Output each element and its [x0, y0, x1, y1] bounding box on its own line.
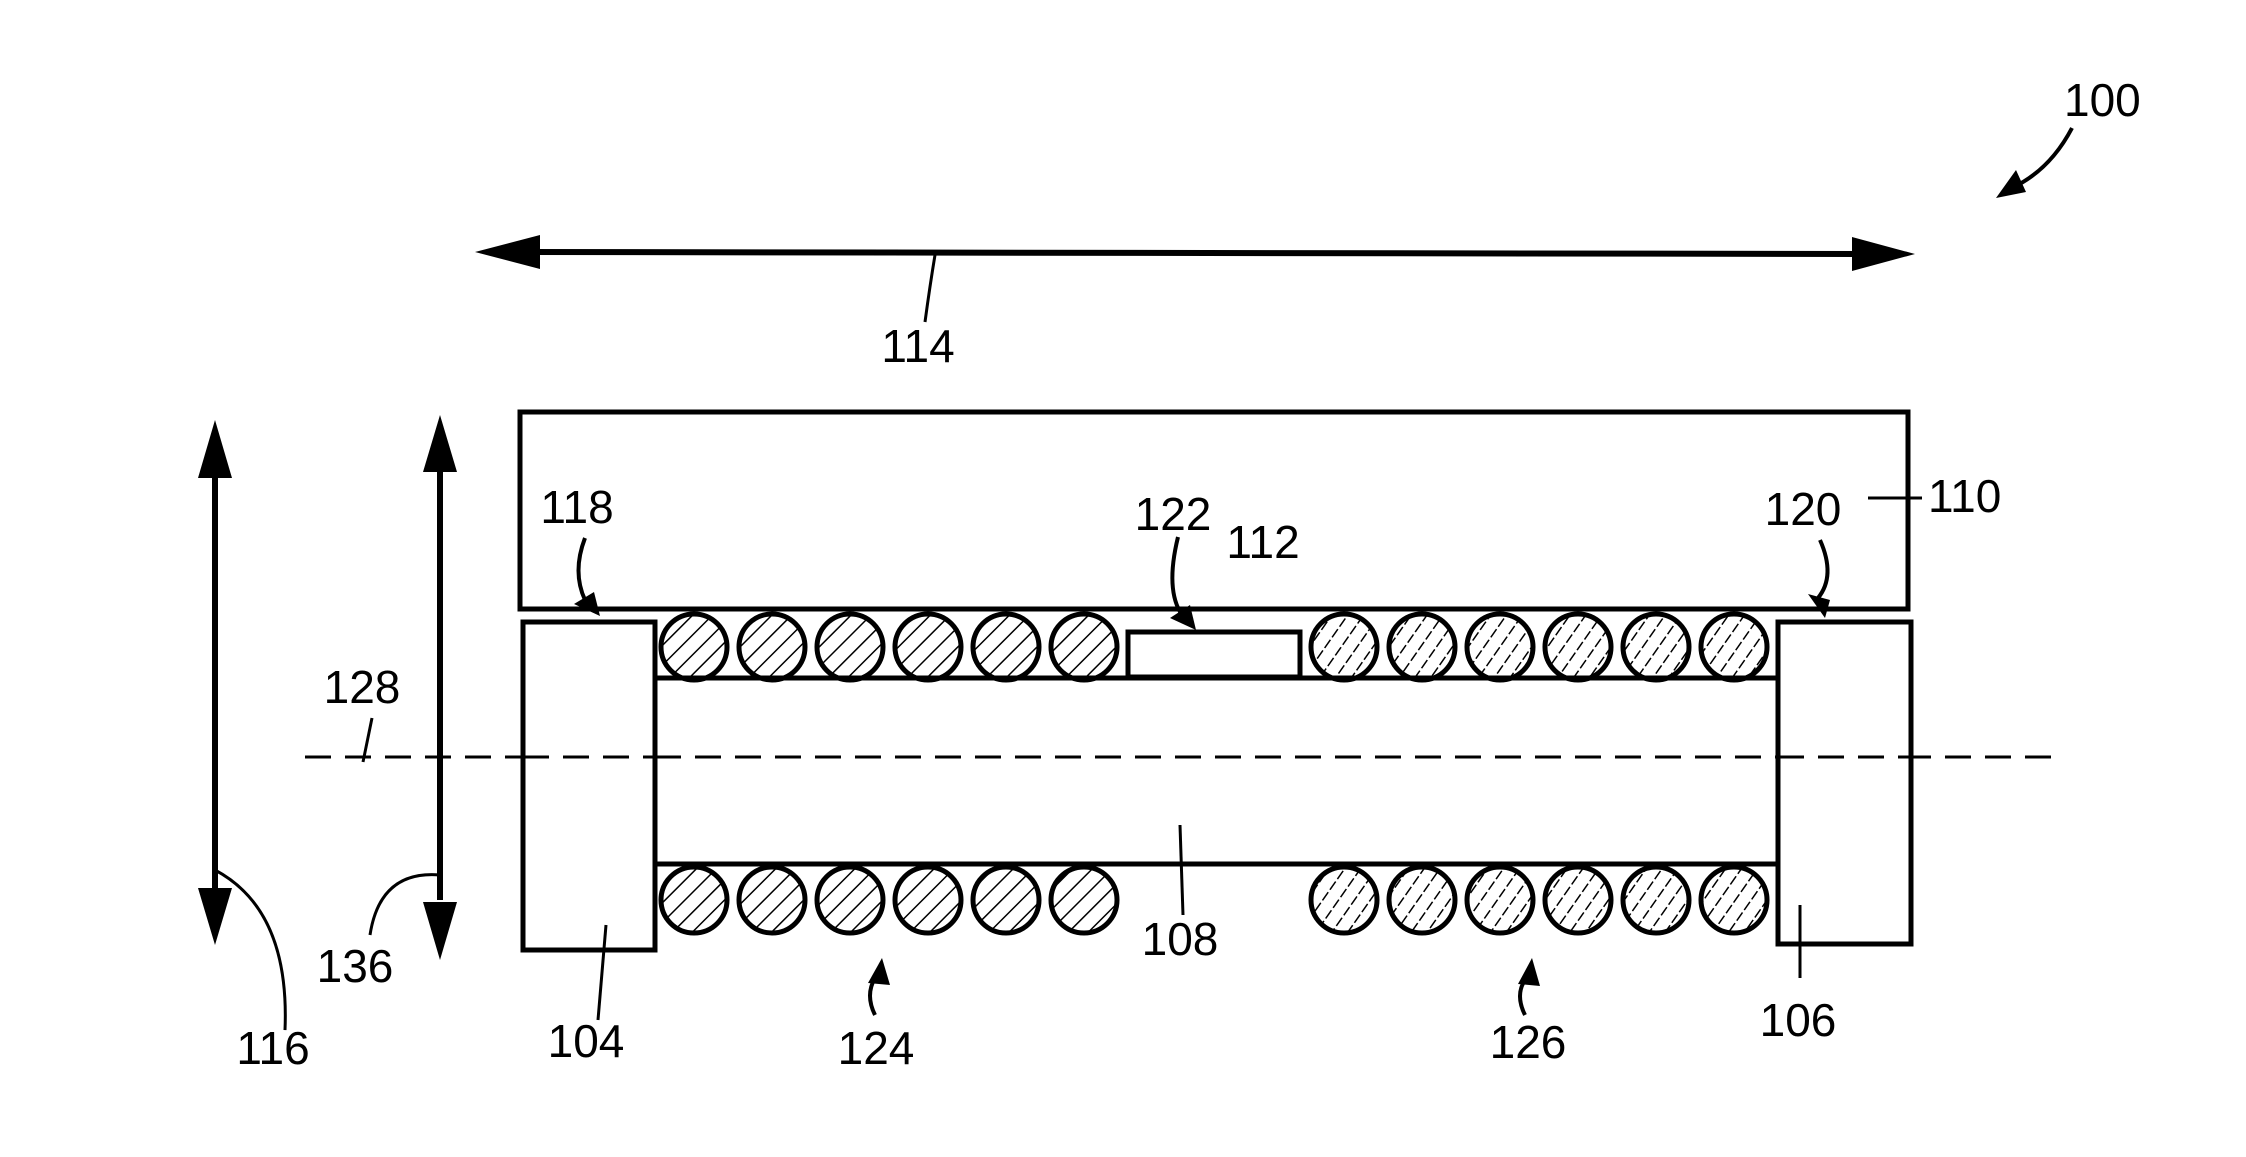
- coil-turn: [1545, 614, 1611, 680]
- label-116: 116: [236, 1022, 309, 1074]
- coil-top-left: [661, 614, 1117, 680]
- leader-128: [363, 718, 372, 762]
- coil-turn: [1311, 614, 1377, 680]
- coil-turn: [895, 614, 961, 680]
- coil-turn: [1467, 614, 1533, 680]
- coil-turn: [1389, 614, 1455, 680]
- label-100: 100: [2064, 74, 2141, 126]
- arrow-124: [868, 958, 890, 1015]
- label-122: 122: [1135, 488, 1212, 540]
- coil-turn: [661, 614, 727, 680]
- leader-114: [925, 255, 935, 322]
- label-118: 118: [540, 481, 613, 533]
- label-128: 128: [324, 661, 401, 713]
- label-108: 108: [1142, 913, 1219, 965]
- coil-turn: [1701, 614, 1767, 680]
- coil-turn: [1623, 614, 1689, 680]
- label-110: 110: [1928, 470, 2001, 522]
- end-block-104: [523, 622, 655, 950]
- coil-turn: [1051, 867, 1117, 933]
- label-136: 136: [317, 940, 394, 992]
- label-120: 120: [1765, 483, 1842, 535]
- coil-top-right: [1311, 614, 1767, 680]
- coil-turn: [1389, 867, 1455, 933]
- coil-turn: [817, 867, 883, 933]
- label-124: 124: [838, 1022, 915, 1074]
- coil-turn: [739, 867, 805, 933]
- coil-turn: [973, 867, 1039, 933]
- coil-turn: [817, 614, 883, 680]
- coil-turn: [661, 867, 727, 933]
- label-114: 114: [881, 320, 954, 372]
- arrow-126: [1518, 958, 1540, 1015]
- coil-turn: [1311, 867, 1377, 933]
- label-104: 104: [548, 1015, 625, 1067]
- coil-bottom-right-126: [1311, 867, 1767, 933]
- coil-turn: [895, 867, 961, 933]
- label-106: 106: [1760, 994, 1837, 1046]
- label-126: 126: [1490, 1016, 1567, 1068]
- top-plate-110: [520, 412, 1908, 609]
- figure-arrow-100: [1996, 128, 2072, 198]
- coil-turn: [1701, 867, 1767, 933]
- width-arrow: [475, 235, 1915, 271]
- left-height-arrow-116: [198, 420, 232, 945]
- coil-turn: [1051, 614, 1117, 680]
- coil-turn: [1545, 867, 1611, 933]
- coil-bottom-left-124: [661, 867, 1117, 933]
- coil-turn: [739, 614, 805, 680]
- core-108: [655, 678, 1778, 864]
- component-112: [1128, 632, 1300, 677]
- end-block-106: [1778, 622, 1911, 944]
- height-arrow-136: [423, 415, 457, 960]
- label-112: 112: [1226, 516, 1299, 568]
- coil-turn: [973, 614, 1039, 680]
- coil-turn: [1467, 867, 1533, 933]
- coil-turn: [1623, 867, 1689, 933]
